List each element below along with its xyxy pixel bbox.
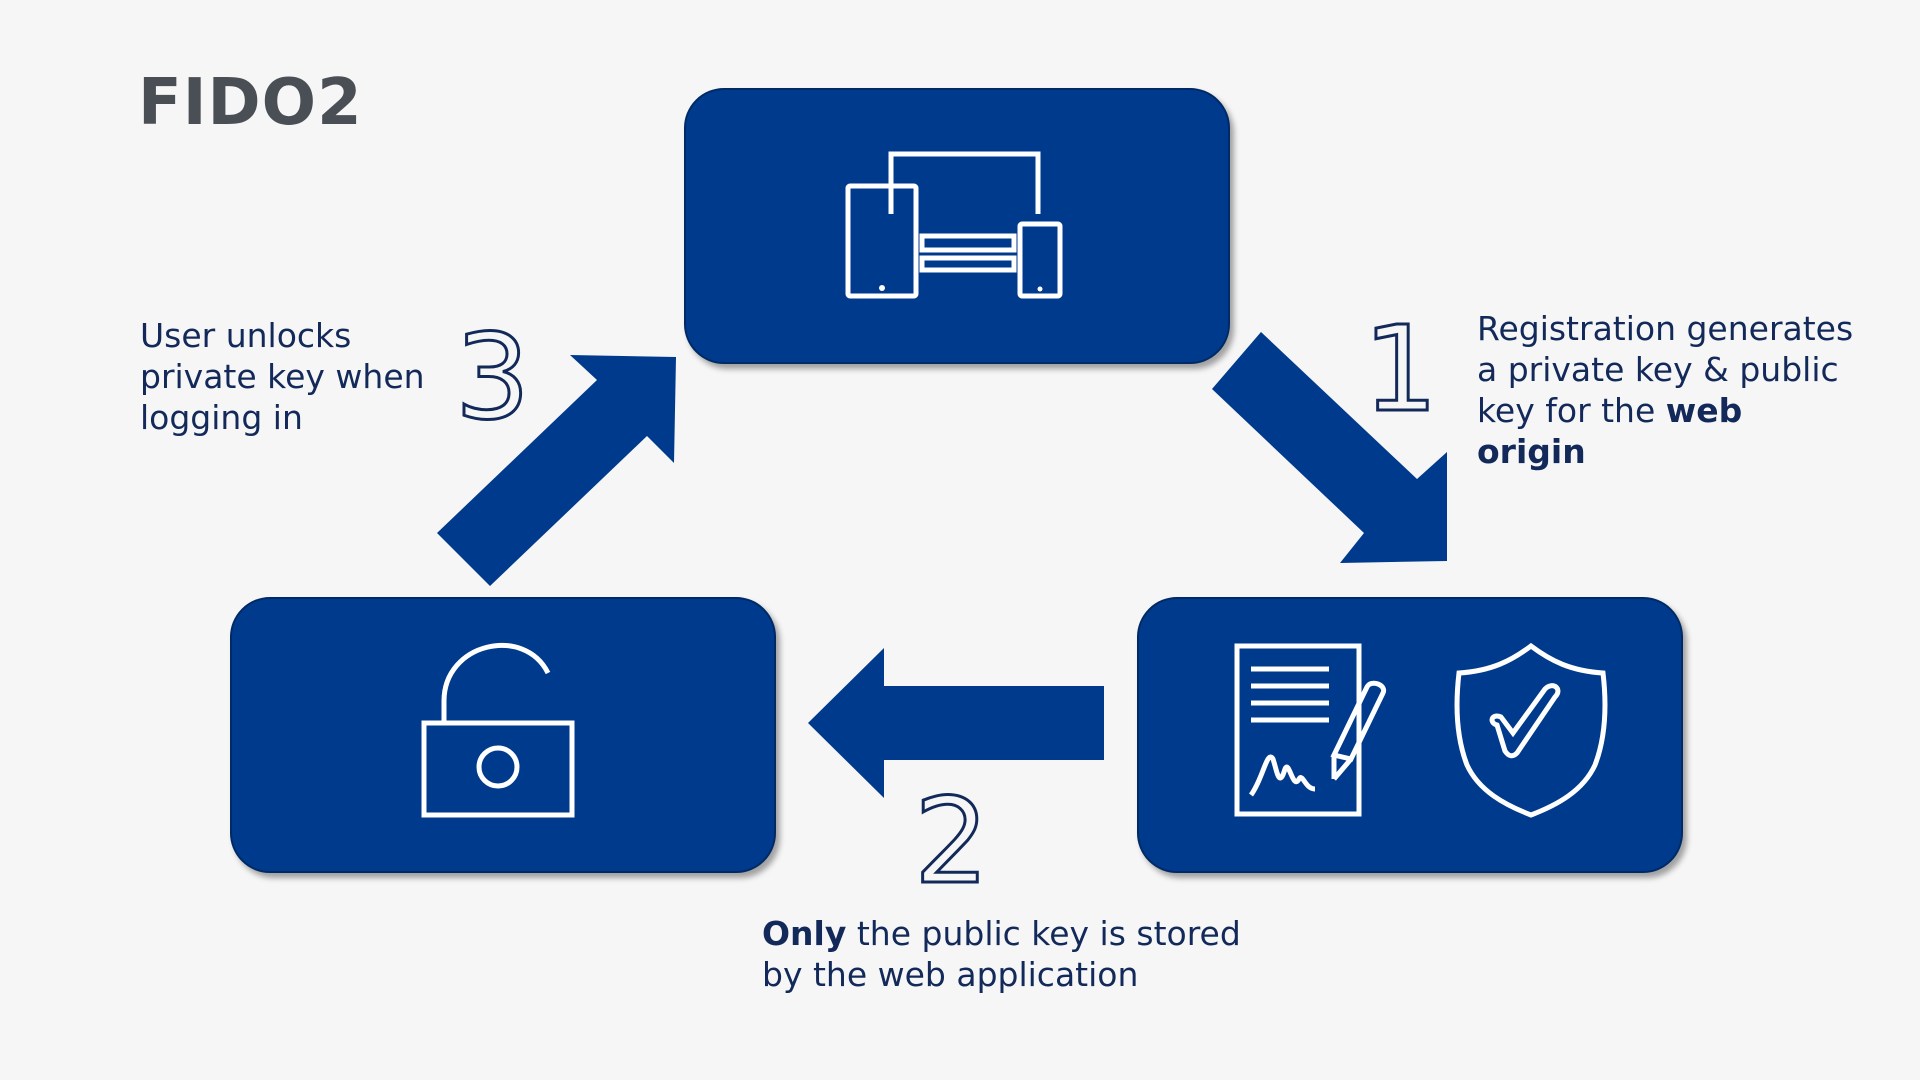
- arrow-step-2: [808, 648, 1104, 798]
- arrow-step-3: [437, 355, 676, 586]
- shield-check-icon: [1454, 642, 1608, 818]
- signed-document-icon: [1234, 643, 1387, 817]
- unlock-box: [230, 597, 776, 873]
- devices-icon: [845, 151, 1063, 299]
- step-2-text: Only the public key is stored by the web…: [762, 914, 1241, 994]
- step-1-text: Registration generates a private key & p…: [1477, 309, 1854, 471]
- page-title: FIDO2: [138, 66, 363, 140]
- keys-box: [1137, 597, 1683, 873]
- arrow-step-1: [1212, 332, 1447, 563]
- step-2-number: 2: [914, 772, 989, 910]
- only-emphasis: Only: [762, 914, 847, 953]
- step-1-number: 1: [1363, 300, 1438, 438]
- open-padlock-icon: [421, 643, 575, 818]
- step-3-number: 3: [455, 308, 530, 446]
- devices-box: [684, 88, 1230, 364]
- step-3-text: User unlocks private key when logging in: [140, 316, 425, 437]
- web-origin-emphasis: web origin: [1477, 391, 1743, 471]
